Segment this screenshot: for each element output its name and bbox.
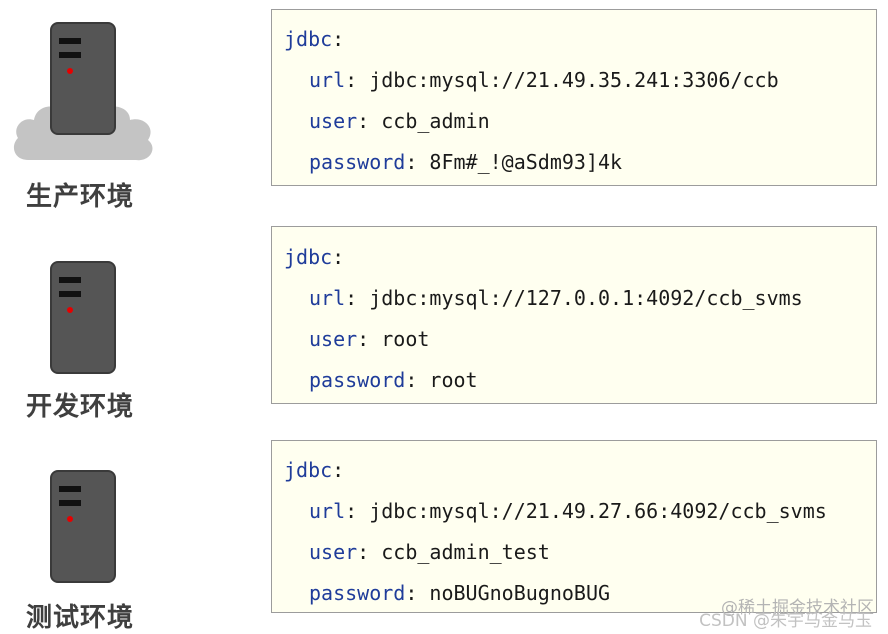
watermark-juejin: @稀土掘金技术社区 [721,598,874,618]
config-line-jdbc: jdbc: [284,27,345,51]
config-line-url: url: jdbc:mysql://21.49.27.66:4092/ccb_s… [309,499,827,523]
config-box-production: jdbc: url: jdbc:mysql://21.49.35.241:330… [271,9,877,186]
production-environment: 生产环境 [0,0,260,212]
config-line-password: password: noBUGnoBugnoBUG [309,581,611,605]
config-line-user: user: ccb_admin_test [309,540,550,564]
config-line-url: url: jdbc:mysql://21.49.35.241:3306/ccb [309,68,779,92]
development-environment: 开发环境 [0,0,260,422]
env-label-development: 开发环境 [26,392,135,422]
config-box-test: jdbc: url: jdbc:mysql://21.49.27.66:4092… [271,440,877,613]
config-line-user: user: ccb_admin [309,109,490,133]
env-label-test: 测试环境 [26,603,135,633]
server-icon [50,470,116,583]
server-icon [50,22,116,135]
config-line-jdbc: jdbc: [284,458,345,482]
config-line-jdbc: jdbc: [284,245,345,269]
env-label-production: 生产环境 [26,182,135,212]
config-line-password: password: 8Fm#_!@aSdm93]4k [309,150,623,174]
config-box-development: jdbc: url: jdbc:mysql://127.0.0.1:4092/c… [271,226,877,404]
watermark-csdn: CSDN @朱宇马金马玉 [699,611,872,631]
server-icon [50,261,116,374]
config-line-user: user: root [309,327,430,351]
test-environment: 测试环境 [0,0,260,633]
config-line-url: url: jdbc:mysql://127.0.0.1:4092/ccb_svm… [309,286,803,310]
config-line-password: password: root [309,368,478,392]
